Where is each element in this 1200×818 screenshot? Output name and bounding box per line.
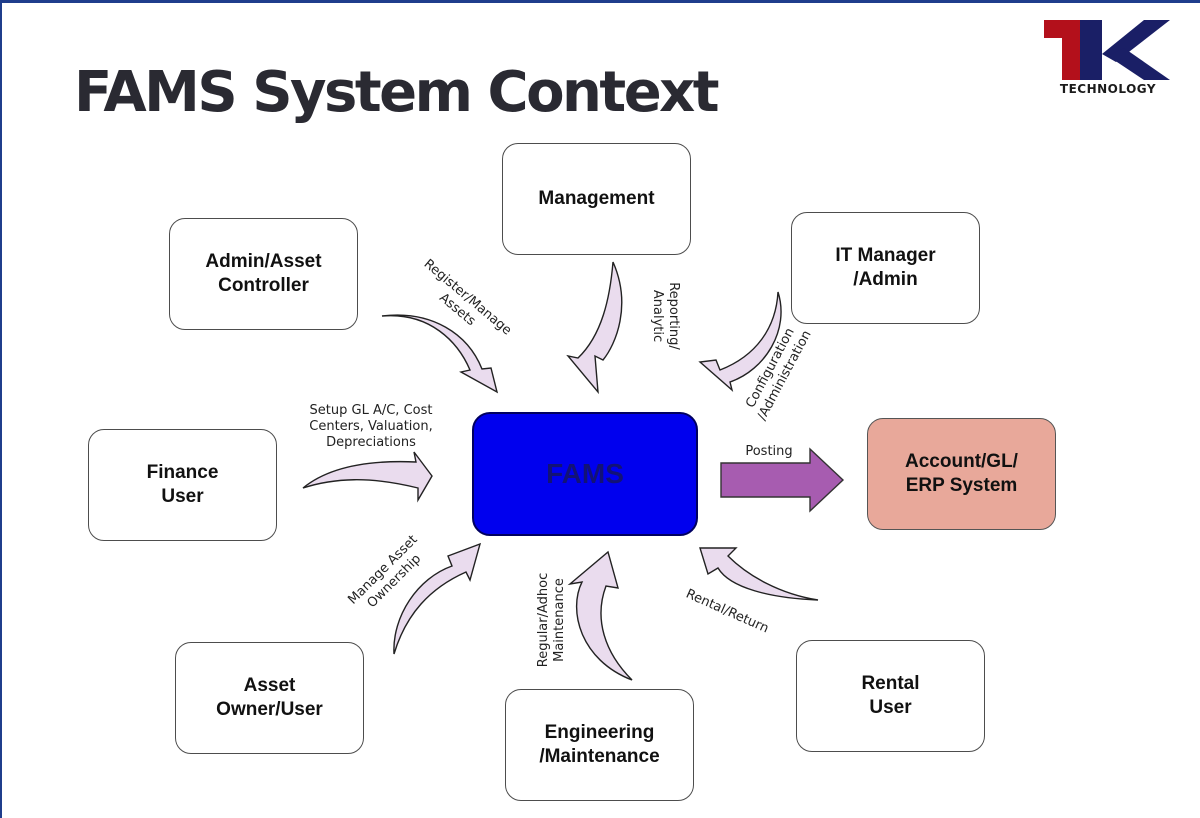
logo-wordmark: TECHNOLOGY xyxy=(1059,82,1157,96)
arrow-finance-to-fams xyxy=(302,451,433,503)
slide-title: FAMS System Context xyxy=(74,60,720,125)
engineering-label: Engineering /Maintenance xyxy=(539,722,660,767)
asset-owner-label: Asset Owner/User xyxy=(216,675,323,720)
logo-t-stem xyxy=(1062,36,1082,80)
arrow-engineering-to-fams xyxy=(567,550,633,681)
arrow-admin-to-fams xyxy=(381,314,499,394)
management-label: Management xyxy=(538,188,655,209)
it-manager-box: IT Manager /Admin xyxy=(791,212,980,324)
management-box: Management xyxy=(502,143,691,255)
admin-box: Admin/Asset Controller xyxy=(169,218,358,330)
rental-box: Rental User xyxy=(796,640,985,752)
top-border xyxy=(0,0,1200,3)
arrow-posting-to-erp xyxy=(720,447,845,513)
finance-box: Finance User xyxy=(88,429,277,541)
it-manager-label: IT Manager /Admin xyxy=(835,245,936,290)
rental-label: Rental User xyxy=(861,673,920,718)
admin-label: Admin/Asset Controller xyxy=(205,251,322,296)
fams-box: FAMS xyxy=(472,412,698,536)
erp-label: Account/GL/ ERP System xyxy=(905,451,1018,496)
flow-label-maintenance: Regular/Adhoc Maintenance xyxy=(536,572,567,668)
left-border xyxy=(0,0,2,818)
arrow-owner-to-fams xyxy=(393,542,482,655)
erp-box: Account/GL/ ERP System xyxy=(867,418,1056,530)
arrow-management-to-fams xyxy=(566,261,623,395)
flow-label-setup-gl: Setup GL A/C, Cost Centers, Valuation, D… xyxy=(309,403,433,450)
company-logo xyxy=(1044,20,1170,80)
flow-label-reporting: Reporting/ Analytic xyxy=(650,282,681,350)
engineering-box: Engineering /Maintenance xyxy=(505,689,694,801)
flow-label-posting: Posting xyxy=(745,444,793,459)
arrow-it-to-fams xyxy=(698,291,782,392)
logo-k-arm-lower xyxy=(1108,48,1170,80)
finance-label: Finance User xyxy=(146,462,219,507)
fams-label: FAMS xyxy=(546,458,624,489)
asset-owner-box: Asset Owner/User xyxy=(175,642,364,754)
logo-k-stroke xyxy=(1080,20,1102,80)
arrow-rental-to-fams xyxy=(699,547,819,601)
